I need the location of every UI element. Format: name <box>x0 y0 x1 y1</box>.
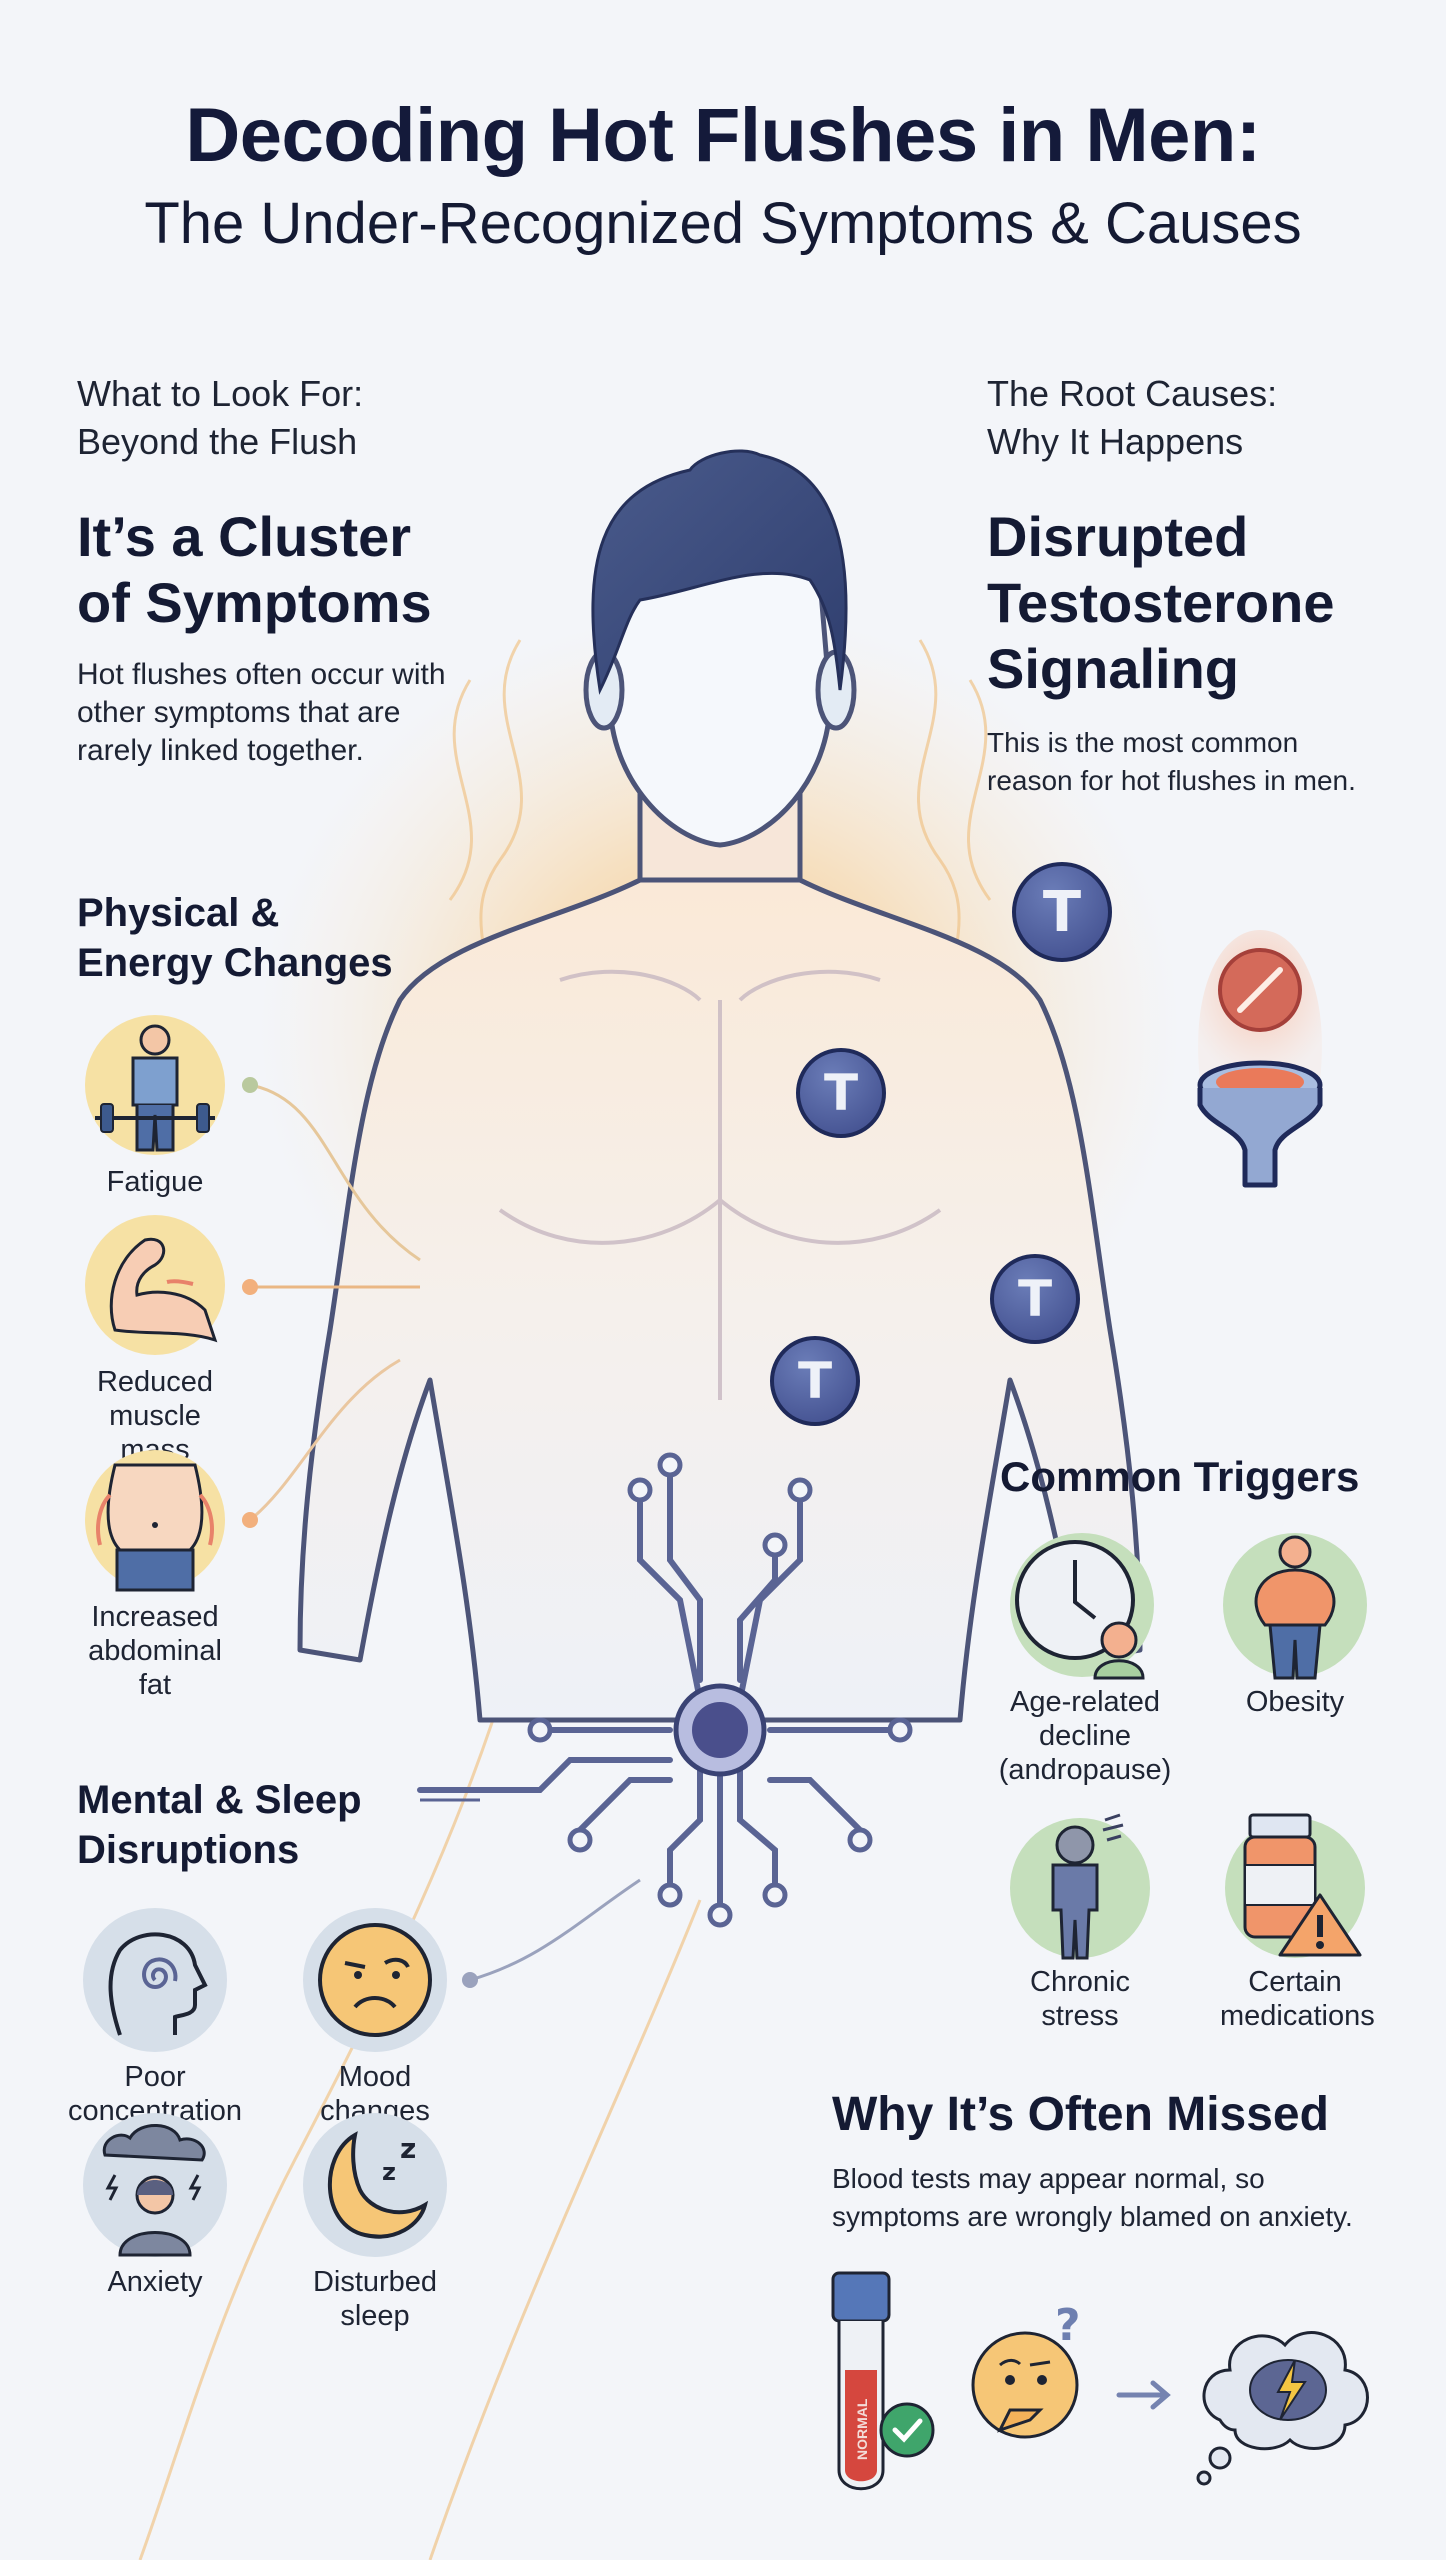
trigger-obesity: Obesity <box>1220 1530 1370 1719</box>
left-kicker: What to Look For:Beyond the Flush <box>77 373 364 462</box>
symptom-label: Fatigue <box>106 1166 204 1198</box>
pill-bottle-warning-icon <box>1225 1813 1365 1958</box>
page-subtitle: The Under-Recognized Symptoms & Causes <box>144 191 1302 256</box>
testosterone-badge: T <box>1012 862 1112 962</box>
testosterone-badge: T <box>796 1048 886 1138</box>
flexed-arm-icon <box>85 1215 225 1355</box>
missed-heading: Why It’s Often Missed <box>832 2088 1329 2141</box>
left-intro: What to Look For:Beyond the Flush It’s a… <box>77 370 537 770</box>
right-intro: The Root Causes:Why It Happens Disrupted… <box>987 370 1427 800</box>
svg-text:z: z <box>400 2132 416 2165</box>
triggers-heading: Common Triggers <box>1000 1453 1360 1500</box>
symptom-anxiety: Anxiety <box>80 2110 230 2299</box>
head-spiral-icon <box>83 1908 227 2052</box>
blood-test-tube-icon: NORMAL <box>831 2271 935 2491</box>
storm-cloud-person-icon <box>83 2113 227 2257</box>
stressed-person-icon <box>1010 1813 1150 1960</box>
svg-text:?: ? <box>1055 2300 1081 2351</box>
symptom-fatigue: Fatigue <box>75 1010 235 1199</box>
thinking-face-icon: ? <box>971 2300 1081 2439</box>
blocked-receptor-icon <box>1197 930 1323 1188</box>
svg-text:NORMAL: NORMAL <box>854 2398 870 2460</box>
belly-icon <box>85 1450 225 1592</box>
weightlifter-icon <box>85 1015 225 1155</box>
testosterone-badge: T <box>990 1254 1080 1344</box>
sad-face-icon <box>303 1908 447 2052</box>
obese-person-icon <box>1223 1533 1367 1680</box>
page-title: Decoding Hot Flushes in Men: <box>185 93 1261 178</box>
anxiety-thought-cloud-icon <box>1196 2331 1369 2486</box>
arrow-right-icon <box>1116 2380 1171 2410</box>
physical-heading: Physical &Energy Changes <box>77 891 393 985</box>
right-kicker: The Root Causes:Why It Happens <box>987 373 1278 462</box>
testosterone-badge: T <box>770 1336 860 1426</box>
symptom-label: Anxiety <box>107 2266 203 2298</box>
clock-person-icon <box>1010 1533 1154 1680</box>
trigger-label: Obesity <box>1245 1686 1345 1718</box>
svg-text:z: z <box>382 2158 396 2186</box>
moon-zzz-icon: z z <box>303 2113 447 2257</box>
